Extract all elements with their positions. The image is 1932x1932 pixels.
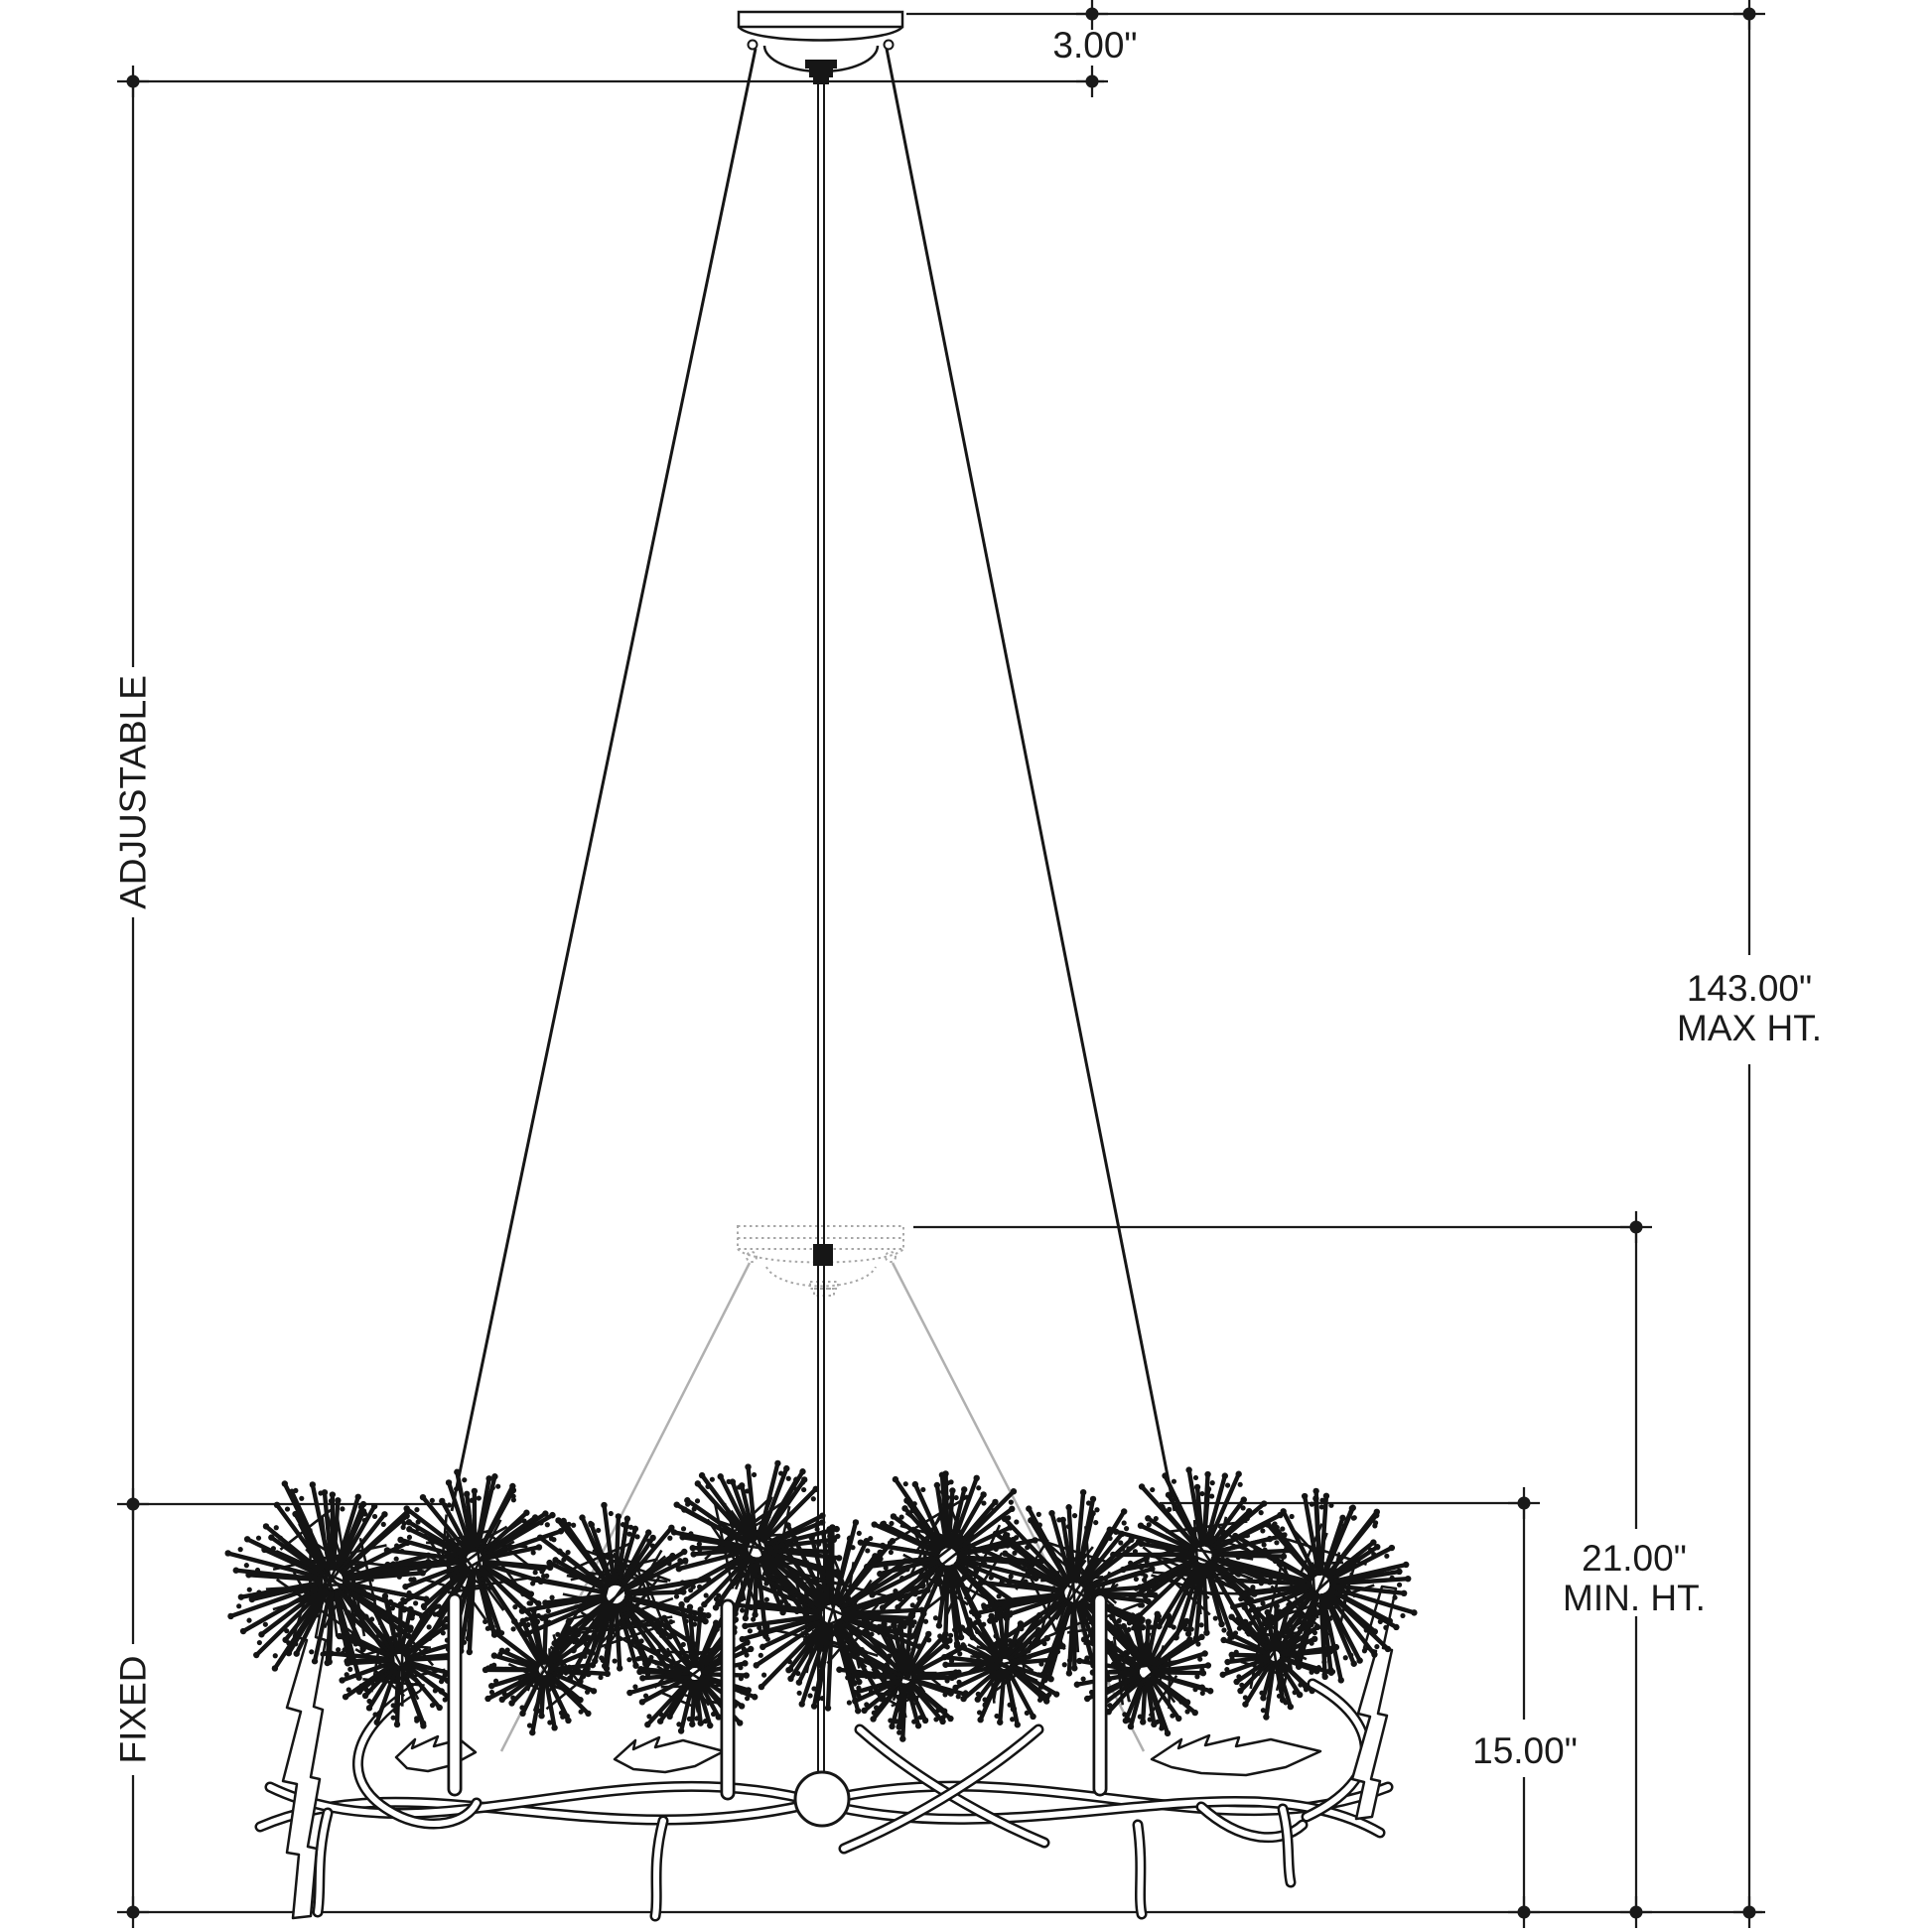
- dimension-tick: [1620, 1211, 1652, 1243]
- pompon-ball: [482, 1606, 612, 1736]
- dimension-tick: [1076, 0, 1108, 30]
- dimension-ticks: [117, 0, 1765, 1928]
- min-height-caption: MIN. HT.: [1563, 1578, 1706, 1618]
- center-ball: [793, 1770, 851, 1828]
- dimension-tick: [1076, 66, 1108, 97]
- dimension-tick: [1508, 1487, 1540, 1519]
- pompon-ball: [941, 1603, 1066, 1728]
- dimension-tick: [117, 1488, 149, 1520]
- adjustable-label: ADJUSTABLE: [113, 675, 154, 909]
- branch-leaves: [281, 1569, 1398, 1920]
- ghost-canopy: [499, 1225, 1146, 1752]
- ceiling-canopy: [737, 10, 904, 84]
- fixture-height-label: 15.00": [1472, 1730, 1578, 1771]
- pompon-ball: [836, 1610, 969, 1742]
- pompon-ball: [328, 1592, 460, 1729]
- canopy-height-label: 3.00": [1052, 25, 1137, 66]
- max-height-caption: MAX HT.: [1677, 1008, 1822, 1048]
- ghost-cable-left: [499, 1262, 752, 1752]
- dimension-tick: [1508, 1896, 1540, 1928]
- dimension-tick: [1733, 1896, 1765, 1928]
- dimension-tick: [117, 1896, 149, 1928]
- candle-tubes: [447, 1592, 1108, 1801]
- fixed-label: FIXED: [113, 1656, 154, 1764]
- pompon-ball: [1219, 1601, 1340, 1721]
- dimension-tick: [1620, 1896, 1652, 1928]
- dimension-labels: 3.00" ADJUSTABLE FIXED 143.00" MAX HT. 2…: [113, 25, 1822, 1771]
- dimension-tick: [1733, 0, 1765, 30]
- dimension-tick: [117, 66, 149, 97]
- dimension-lines: [131, 12, 1762, 1914]
- max-height-value: 143.00": [1687, 968, 1812, 1009]
- cable-left: [450, 48, 758, 1512]
- suspension: [450, 48, 1176, 1775]
- min-height-value: 21.00": [1582, 1538, 1687, 1579]
- pompon-ball: [626, 1600, 759, 1734]
- cable-right: [885, 48, 1176, 1512]
- pompon-ball: [1223, 1487, 1418, 1684]
